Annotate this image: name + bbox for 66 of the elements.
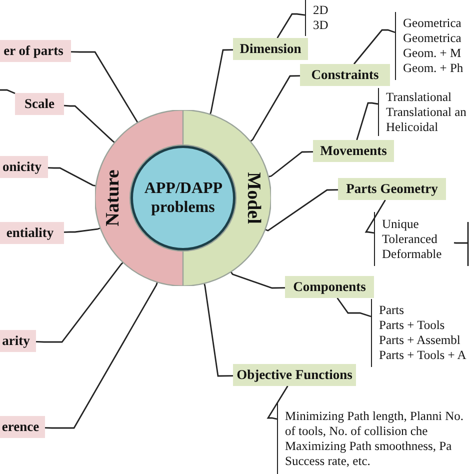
category-box — [15, 93, 64, 115]
list-item: Unique — [382, 216, 420, 232]
list-item: Geometrica — [403, 31, 462, 46]
category-label: Scale — [24, 96, 54, 112]
connector-line — [250, 75, 300, 142]
ring-label: Nature — [102, 170, 124, 226]
category-label: Constraints — [311, 67, 379, 83]
connector-line — [364, 200, 386, 234]
list-item: Parts — [379, 303, 405, 318]
category-box — [300, 64, 390, 86]
bracket-list — [277, 403, 465, 474]
category-box — [313, 140, 394, 162]
category-box — [0, 40, 71, 62]
list-item: Toleranced — [382, 232, 438, 246]
category-label: onicity — [2, 159, 42, 175]
category-label: Parts Geometry — [346, 181, 438, 197]
leader-line — [0, 89, 16, 94]
list-item: 2D — [313, 3, 330, 18]
connector-line — [70, 51, 138, 123]
category-box — [233, 364, 356, 386]
connector-line — [48, 167, 96, 186]
category-box — [285, 276, 374, 298]
category-label: Components — [293, 279, 366, 295]
connector-line — [336, 298, 372, 318]
category-box — [0, 330, 36, 352]
connector-line — [356, 102, 378, 140]
category-label: Objective Functions — [236, 367, 352, 383]
connector-line — [230, 271, 286, 289]
list-item: Geometrica — [403, 16, 462, 31]
category-label: er of parts — [4, 43, 64, 59]
list-item: Minimizing Path length, Planni No. of tools, No. of collision che — [285, 409, 464, 439]
list-item: Helicoidal — [386, 120, 440, 134]
category-box — [338, 178, 446, 200]
connector-line — [44, 282, 158, 429]
list-item: Translational — [386, 90, 453, 104]
category-label: arity — [2, 333, 30, 349]
category-box — [233, 38, 308, 60]
list-item: Parts + Assembl — [379, 333, 462, 348]
category-label: erence — [2, 419, 40, 435]
list-item: Deformable — [382, 246, 443, 262]
list-item: Parts + Tools — [379, 318, 446, 333]
leader-line — [454, 242, 468, 244]
connector-line — [64, 227, 101, 233]
connector-line — [353, 29, 396, 64]
connector-line — [266, 386, 288, 420]
category-box — [0, 222, 64, 244]
list-item: Translational an — [386, 104, 468, 120]
category-box — [0, 156, 48, 178]
category-box — [0, 416, 45, 438]
category-label: Dimension — [240, 41, 302, 57]
ring-label: Model — [242, 172, 264, 224]
category-label: Movements — [320, 143, 387, 159]
connector-line — [210, 49, 234, 115]
list-item: Parts + Tools + A — [379, 348, 468, 363]
connector-line — [204, 283, 233, 377]
category-label: entiality — [6, 225, 54, 241]
list-item: 3D — [313, 18, 330, 33]
list-item: Geom. + M — [403, 46, 462, 61]
connector-line — [268, 151, 314, 178]
list-item: Maximizing Path smoothness, Pa Success rate, etc. — [285, 439, 453, 469]
connector-line — [264, 189, 338, 232]
center-label: APP/DAPP problems — [143, 179, 224, 217]
list-item: Geom. + Ph — [403, 61, 464, 76]
connector-line — [36, 262, 124, 343]
connector-line — [276, 13, 306, 38]
connector-line — [64, 104, 116, 144]
